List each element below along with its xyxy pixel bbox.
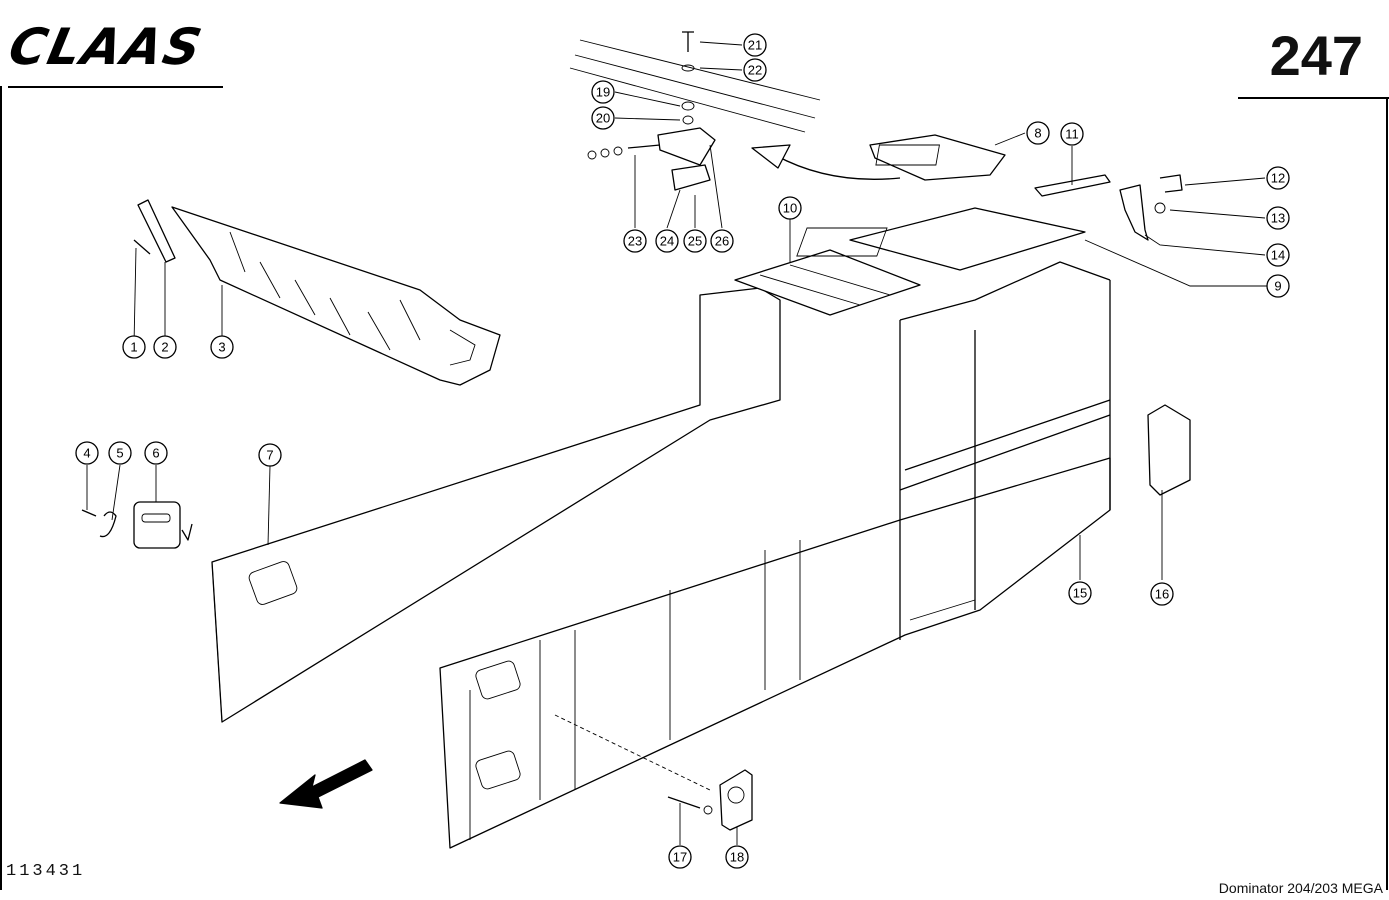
- callout-21: 21: [743, 33, 767, 57]
- svg-text:23: 23: [628, 234, 642, 249]
- callout-5: 5: [108, 441, 132, 465]
- svg-text:17: 17: [673, 850, 687, 865]
- part-10-roof-section: [734, 249, 921, 316]
- svg-text:12: 12: [1271, 171, 1285, 186]
- callout-2: 2: [153, 335, 177, 359]
- svg-text:5: 5: [116, 446, 123, 461]
- callout-12: 12: [1266, 166, 1290, 190]
- svg-text:3: 3: [218, 340, 225, 355]
- svg-text:7: 7: [266, 448, 273, 463]
- svg-text:11: 11: [1065, 127, 1079, 142]
- part-3-cover-plate: [171, 206, 501, 386]
- callout-19: 19: [591, 80, 615, 104]
- callout-14: 14: [1266, 243, 1290, 267]
- callout-9: 9: [1266, 274, 1290, 298]
- svg-text:21: 21: [748, 38, 762, 53]
- part-19-26-hardware: [587, 31, 716, 191]
- part-4-5-6-hardware: [81, 501, 193, 549]
- svg-text:10: 10: [783, 201, 797, 216]
- svg-text:22: 22: [748, 63, 762, 78]
- cab-roof-lines: [569, 39, 821, 133]
- svg-text:4: 4: [83, 446, 90, 461]
- model-name: Dominator 204/203 MEGA: [1218, 880, 1383, 896]
- part-7-side-panel: [211, 287, 781, 723]
- callout-10: 10: [778, 196, 802, 220]
- callout-6: 6: [144, 441, 168, 465]
- callout-16: 16: [1150, 582, 1174, 606]
- svg-text:19: 19: [596, 85, 610, 100]
- callout-11: 11: [1060, 122, 1084, 146]
- logo-underline: [8, 86, 223, 88]
- svg-text:9: 9: [1274, 279, 1281, 294]
- part-8-hatch: [869, 134, 1006, 181]
- leader-lines: [86, 41, 1275, 845]
- callout-18: 18: [725, 845, 749, 869]
- svg-text:20: 20: [596, 111, 610, 126]
- callout-23: 23: [623, 229, 647, 253]
- frame-right-border: [1386, 98, 1388, 890]
- svg-text:1: 1: [130, 340, 137, 355]
- forward-direction-arrow: [279, 759, 373, 809]
- callout-13: 13: [1266, 206, 1290, 230]
- part-9-roof-section: [796, 207, 1086, 271]
- direction-arrow-hatch: [751, 144, 901, 180]
- page-number-underline: [1238, 97, 1389, 99]
- callout-22: 22: [743, 58, 767, 82]
- callout-25: 25: [683, 229, 707, 253]
- svg-text:26: 26: [715, 234, 729, 249]
- svg-text:16: 16: [1155, 587, 1169, 602]
- callout-20: 20: [591, 106, 615, 130]
- drawing-number: 113431: [6, 862, 86, 881]
- frame-left-border: [0, 86, 2, 890]
- svg-text:2: 2: [161, 340, 168, 355]
- svg-text:24: 24: [660, 234, 674, 249]
- part-17-18-flange: [554, 714, 753, 831]
- page-number: 247: [1269, 24, 1363, 87]
- part-1-2-pin-strap: [133, 199, 176, 263]
- callout-15: 15: [1068, 581, 1092, 605]
- callout-17: 17: [668, 845, 692, 869]
- callout-7: 7: [258, 443, 282, 467]
- callout-4: 4: [75, 441, 99, 465]
- callout-8: 8: [1026, 121, 1050, 145]
- svg-text:25: 25: [688, 234, 702, 249]
- main-frame-structure: [439, 261, 1111, 849]
- callout-1: 1: [122, 335, 146, 359]
- svg-text:18: 18: [730, 850, 744, 865]
- svg-text:8: 8: [1034, 126, 1041, 141]
- part-16-bracket: [1147, 404, 1191, 496]
- callout-26: 26: [710, 229, 734, 253]
- callout-3: 3: [210, 335, 234, 359]
- callout-24: 24: [655, 229, 679, 253]
- svg-text:15: 15: [1073, 586, 1087, 601]
- svg-text:6: 6: [152, 446, 159, 461]
- svg-text:13: 13: [1271, 211, 1285, 226]
- svg-text:14: 14: [1271, 248, 1285, 263]
- part-11-14-brackets: [1034, 174, 1183, 241]
